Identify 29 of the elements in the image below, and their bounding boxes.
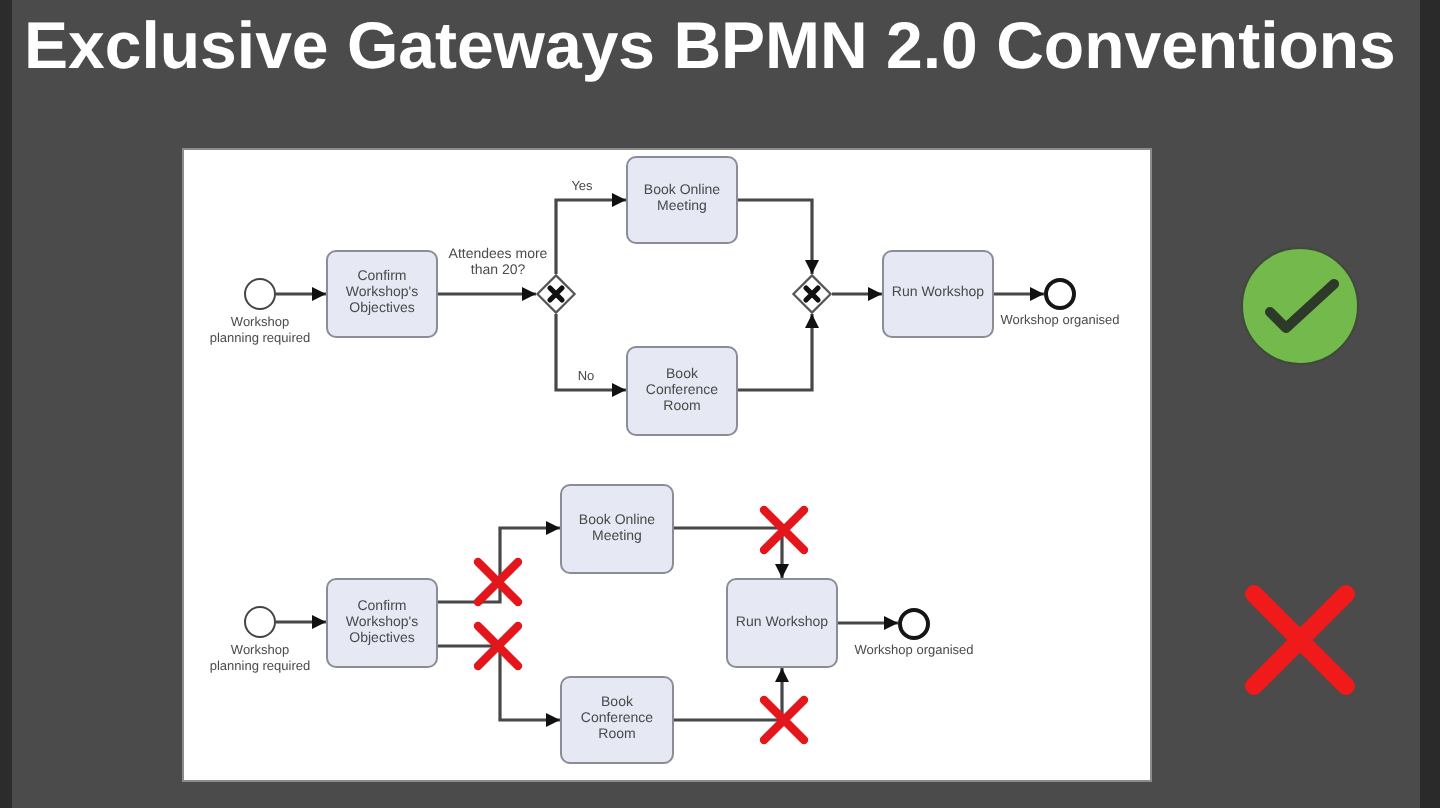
sequence-flow-arrow <box>738 198 819 274</box>
exclusive-gateway-diamond <box>536 274 576 314</box>
end-event-circle <box>898 608 930 640</box>
task-box <box>560 676 674 764</box>
task-box <box>626 156 738 244</box>
sequence-flow-arrow <box>438 287 536 301</box>
sequence-flow-arrow <box>438 644 560 727</box>
task-box <box>326 578 438 668</box>
task-box <box>326 250 438 338</box>
sequence-flow-arrow <box>738 314 819 392</box>
slide-title: Exclusive Gateways BPMN 2.0 Conventions <box>24 8 1396 82</box>
start-event-circle <box>244 278 276 310</box>
sequence-flow-arrow <box>554 193 626 274</box>
sequence-flow-arrow <box>994 287 1044 301</box>
sequence-flow-arrow <box>554 314 626 397</box>
exclusive-gateway-diamond <box>792 274 832 314</box>
task-box <box>560 484 674 574</box>
sequence-flow-arrow <box>674 526 789 578</box>
sequence-flow-arrow <box>438 521 560 604</box>
task-box <box>726 578 838 668</box>
sequence-flow-arrow <box>674 668 789 722</box>
task-box <box>882 250 994 338</box>
sequence-flow-arrow <box>276 287 326 301</box>
start-event-circle <box>244 606 276 638</box>
sequence-flow-arrow <box>838 616 898 630</box>
end-event-circle <box>1044 278 1076 310</box>
sequence-flow-arrow <box>276 615 326 629</box>
sequence-flow-arrow <box>832 287 882 301</box>
task-box <box>626 346 738 436</box>
